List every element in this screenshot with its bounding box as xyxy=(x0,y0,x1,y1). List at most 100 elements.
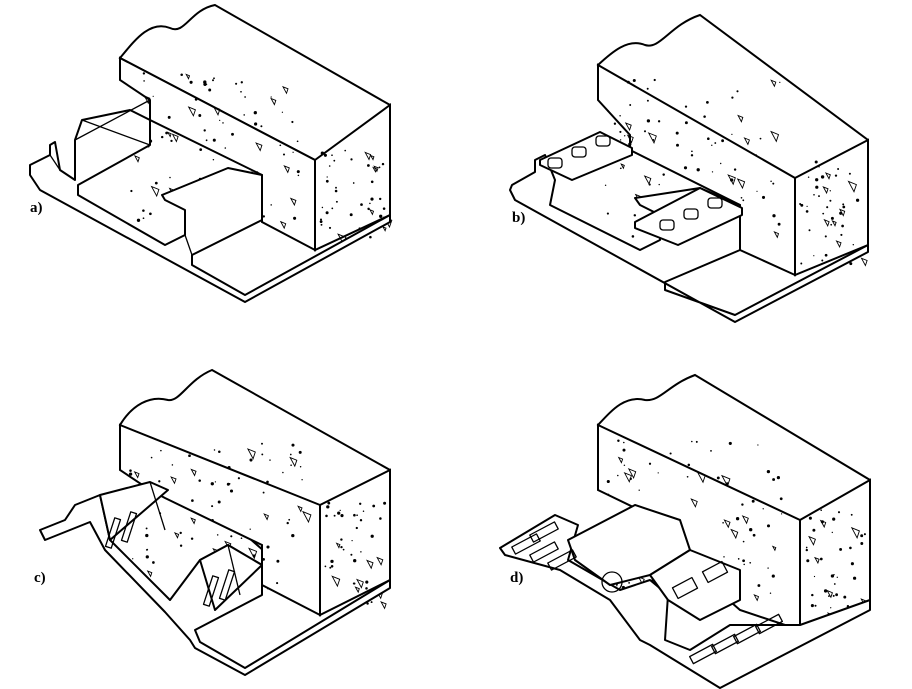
concrete-speck xyxy=(352,182,355,184)
concrete-speck xyxy=(160,135,164,139)
aggregate-stone xyxy=(626,134,634,144)
aggregate-stone xyxy=(847,180,857,193)
aggregate-stone xyxy=(741,515,749,525)
concrete-speck xyxy=(684,105,688,108)
concrete-speck xyxy=(839,547,843,551)
concrete-speck xyxy=(632,78,636,83)
concrete-speck xyxy=(328,165,331,167)
concrete-speck xyxy=(676,143,679,147)
emboss xyxy=(754,613,784,635)
concrete-speck xyxy=(218,450,221,454)
concrete-speck xyxy=(733,168,737,171)
concrete-speck xyxy=(740,196,743,199)
concrete-speck xyxy=(628,142,632,146)
concrete-speck xyxy=(833,583,836,585)
concrete-speck xyxy=(684,121,688,125)
concrete-speck xyxy=(299,465,302,468)
aggregate-stone xyxy=(187,106,196,117)
concrete-speck xyxy=(808,516,812,520)
concrete-speck xyxy=(337,511,341,515)
emboss xyxy=(547,157,563,169)
concrete-speck xyxy=(203,129,206,132)
concrete-speck xyxy=(370,197,374,201)
aggregate-stone xyxy=(335,542,341,549)
concrete-speck xyxy=(831,531,833,534)
aggregate-stone xyxy=(289,197,297,207)
concrete-speck xyxy=(128,472,133,476)
concrete-speck xyxy=(810,604,814,608)
concrete-speck xyxy=(829,199,832,202)
concrete-speck xyxy=(378,197,382,201)
aggregate-stone xyxy=(727,174,736,186)
concrete-speck xyxy=(270,204,272,206)
slot xyxy=(104,517,122,549)
concrete-speck xyxy=(240,537,243,540)
concrete-speck xyxy=(606,212,609,215)
concrete-speck xyxy=(383,501,387,505)
concrete-speck xyxy=(830,223,833,226)
emboss xyxy=(707,197,723,209)
concrete-speck xyxy=(369,235,372,239)
concrete-speck xyxy=(282,471,284,474)
concrete-speck xyxy=(848,172,851,175)
concrete-speck xyxy=(208,88,212,92)
concrete-speck xyxy=(799,203,802,205)
emboss-dots xyxy=(547,135,723,231)
concrete-speck xyxy=(761,195,766,199)
concrete-speck xyxy=(231,132,234,136)
concrete-speck xyxy=(212,79,214,82)
concrete-speck xyxy=(203,80,207,84)
concrete-speck xyxy=(367,164,370,167)
concrete-speck xyxy=(213,77,215,80)
concrete-speck xyxy=(324,565,327,568)
concrete-speck xyxy=(149,212,152,216)
concrete-speck xyxy=(696,168,700,172)
concrete-speck xyxy=(235,82,238,85)
concrete-speck xyxy=(852,244,854,246)
concrete-speck xyxy=(150,456,153,459)
aggregate-stone xyxy=(302,510,312,524)
concrete-speck xyxy=(276,582,279,585)
concrete-speck xyxy=(292,151,294,153)
concrete-speck xyxy=(815,185,819,189)
concrete-speck xyxy=(643,130,647,133)
aggregate-stone xyxy=(376,556,384,566)
panel-d: d) xyxy=(499,373,871,689)
aggregate-stone xyxy=(150,185,160,198)
concrete-speck xyxy=(129,469,132,472)
concrete-speck xyxy=(779,497,783,501)
concrete-speck xyxy=(333,159,336,162)
concrete-speck xyxy=(604,184,607,187)
concrete-speck xyxy=(266,480,269,484)
concrete-speck xyxy=(334,189,338,193)
aggregate-stone xyxy=(246,448,256,460)
concrete-speck xyxy=(842,205,846,209)
concrete-speck xyxy=(360,551,362,553)
concrete-speck xyxy=(132,558,134,560)
slot xyxy=(120,511,138,543)
aggregate-stone xyxy=(171,133,179,143)
concrete-speck xyxy=(244,96,246,98)
concrete-speck xyxy=(619,115,621,117)
concrete-speck xyxy=(829,190,831,192)
concrete-speck xyxy=(266,545,270,549)
emboss xyxy=(710,633,740,655)
concrete-speck xyxy=(370,534,374,538)
emboss xyxy=(659,219,675,231)
aggregate-stone xyxy=(770,79,777,88)
concrete-speck xyxy=(756,190,758,192)
concrete-speck xyxy=(327,501,331,505)
aggregate-stone xyxy=(380,601,387,610)
concrete-speck xyxy=(658,183,660,186)
aggregate-stone xyxy=(823,218,830,228)
concrete-speck xyxy=(145,555,149,559)
concrete-speck xyxy=(331,154,333,157)
concrete-speck xyxy=(320,223,323,226)
slot xyxy=(202,575,220,607)
aggregate-stone xyxy=(248,547,258,560)
concrete-speck xyxy=(142,217,145,220)
concrete-speck xyxy=(813,255,815,257)
aggregate-stone xyxy=(647,132,657,145)
concrete-speck xyxy=(350,553,353,556)
concrete-speck xyxy=(145,527,148,530)
